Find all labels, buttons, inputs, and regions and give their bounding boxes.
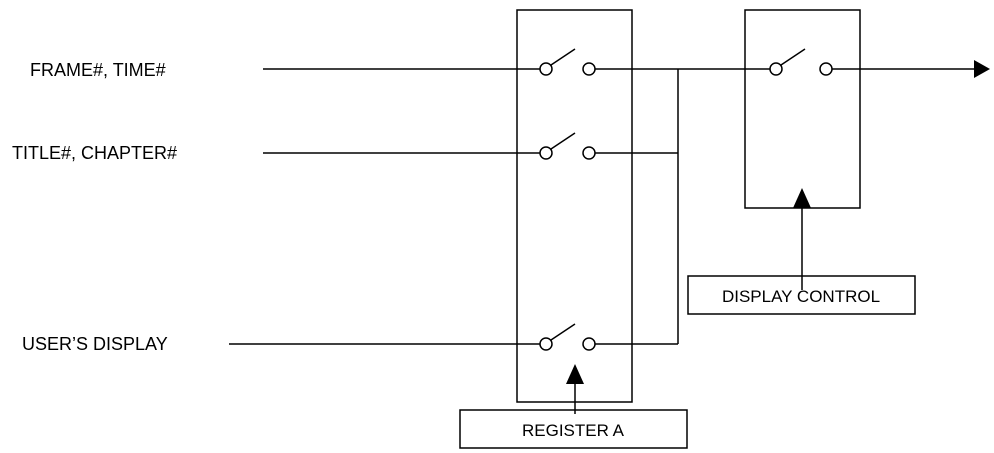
register-a-label: REGISTER A	[522, 421, 625, 440]
display-control-arrow-icon	[793, 188, 811, 208]
switch-frame-time	[539, 48, 596, 76]
switch-title-chapter	[539, 132, 596, 160]
register-a-arrow-icon	[566, 364, 584, 384]
label-users-display: USER’S DISPLAY	[22, 334, 168, 354]
label-frame-time: FRAME#, TIME#	[30, 60, 166, 80]
display-control-switch-box	[744, 9, 861, 209]
label-title-chapter: TITLE#, CHAPTER#	[12, 143, 177, 163]
switch-users-display	[539, 323, 596, 351]
switch-display-control	[769, 48, 833, 76]
display-control-label: DISPLAY CONTROL	[722, 287, 880, 306]
output-arrow-icon	[974, 60, 990, 78]
register-a-box	[459, 409, 688, 449]
